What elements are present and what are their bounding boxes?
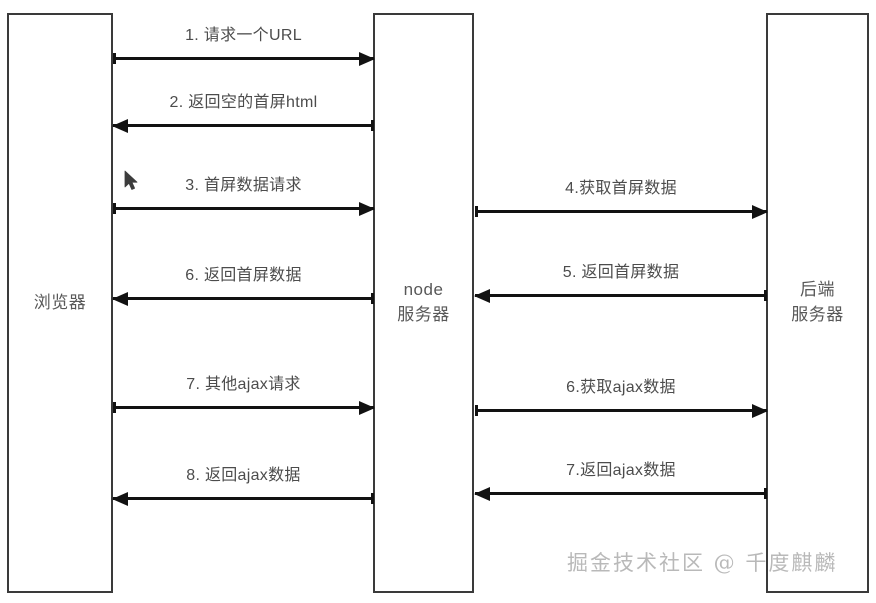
arrow-shaft (475, 492, 767, 495)
arrow-tail (475, 206, 478, 217)
arrow-head-icon (359, 401, 375, 415)
arrow-head-icon (752, 205, 768, 219)
lifeline-node-server[interactable]: node 服务器 (373, 13, 474, 593)
arrow-shaft (113, 124, 374, 127)
mouse-cursor-icon (124, 170, 140, 192)
message-label-2: 2. 返回空的首屏html (169, 94, 318, 111)
arrow-tail (764, 488, 767, 499)
arrow-shaft (113, 406, 374, 409)
arrow-shaft (475, 210, 767, 213)
arrow-head-icon (112, 492, 128, 506)
arrow-tail (764, 290, 767, 301)
message-label-5: 5. 返回首屏数据 (562, 264, 680, 281)
message-label-6-right: 6.获取ajax数据 (566, 379, 676, 396)
arrow-head-icon (474, 289, 490, 303)
arrow-shaft (113, 207, 374, 210)
arrow-head-icon (359, 202, 375, 216)
arrow-shaft (475, 409, 767, 412)
arrow-shaft (475, 294, 767, 297)
watermark-text: 掘金技术社区 @ 千度麒麟 (567, 551, 838, 575)
lifeline-browser-label: 浏览器 (33, 292, 87, 312)
message-label-7-right: 7.返回ajax数据 (566, 462, 676, 479)
lifeline-backend-server-label: 后端 服务器 (791, 280, 844, 324)
arrow-shaft (113, 497, 374, 500)
message-label-1: 1. 请求一个URL (185, 27, 302, 44)
message-label-8: 8. 返回ajax数据 (186, 467, 301, 484)
arrow-head-icon (359, 52, 375, 66)
lifeline-node-server-label: node 服务器 (397, 280, 450, 324)
lifeline-backend-server[interactable]: 后端 服务器 (766, 13, 869, 593)
message-label-6: 6. 返回首屏数据 (185, 267, 302, 284)
message-label-4: 4.获取首屏数据 (565, 180, 677, 197)
lifeline-browser[interactable]: 浏览器 (7, 13, 113, 593)
arrow-head-icon (474, 487, 490, 501)
arrow-head-icon (752, 404, 768, 418)
arrow-tail (371, 493, 374, 504)
arrow-tail (475, 405, 478, 416)
arrow-head-icon (112, 292, 128, 306)
message-label-3: 3. 首屏数据请求 (185, 177, 302, 194)
arrow-tail (371, 293, 374, 304)
arrow-head-icon (112, 119, 128, 133)
arrow-tail (113, 402, 116, 413)
arrow-tail (113, 53, 116, 64)
arrow-tail (371, 120, 374, 131)
arrow-tail (113, 203, 116, 214)
arrow-shaft (113, 297, 374, 300)
message-label-7: 7. 其他ajax请求 (186, 376, 301, 393)
arrow-shaft (113, 57, 374, 60)
